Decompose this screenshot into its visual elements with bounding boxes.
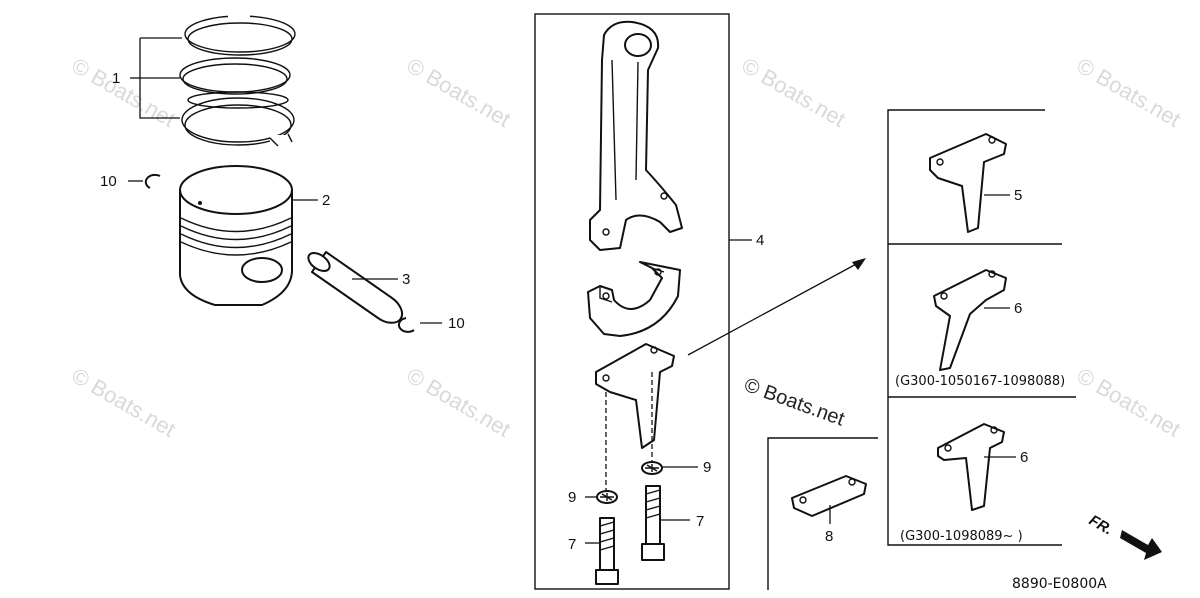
variant-range-1: (G300-1050167-1098088) [895, 374, 1065, 389]
variant-panel [887, 109, 1076, 546]
connecting-rod-assembly-box [534, 13, 730, 590]
watermark: © Boats.net [403, 363, 515, 442]
piston-rings[interactable] [179, 14, 296, 147]
oil-dipper-type-6-late[interactable] [937, 423, 1005, 511]
callout-2: 2 [322, 192, 330, 209]
connecting-rod-cap[interactable] [587, 261, 681, 337]
watermark: © Boats.net [1073, 363, 1185, 442]
piston[interactable] [179, 165, 293, 306]
callout-1: 1 [112, 70, 120, 87]
watermark: © Boats.net [403, 53, 515, 132]
watermark: © Boats.net [738, 53, 850, 132]
connecting-rod[interactable] [589, 20, 683, 251]
callout-7-left: 7 [568, 536, 576, 553]
lock-washer[interactable] [596, 490, 618, 504]
piston-pin-clip[interactable] [144, 173, 161, 189]
front-arrow-icon [1120, 530, 1162, 560]
variant-range-2: (G300-1098089~ ) [900, 529, 1023, 544]
callout-7-right: 7 [696, 513, 704, 530]
piston-pin[interactable] [305, 249, 404, 324]
watermark: © Boats.net [68, 363, 180, 442]
rod-bolt[interactable] [641, 485, 665, 561]
front-direction-indicator: FR. [1086, 512, 1162, 560]
callout-9-left: 9 [568, 489, 576, 506]
callout-6-upper: 6 [1014, 300, 1022, 317]
oil-dipper-type-5[interactable] [929, 133, 1007, 233]
watermark-large: © Boats.net [741, 374, 847, 431]
rod-bolt[interactable] [595, 517, 619, 585]
callout-8: 8 [825, 528, 833, 545]
watermark: © Boats.net [1073, 53, 1185, 132]
callout-9-right: 9 [703, 459, 711, 476]
callout-4: 4 [756, 232, 764, 249]
callout-3: 3 [402, 271, 410, 288]
rod-plate[interactable] [791, 475, 867, 517]
watermark: © Boats.net [68, 53, 180, 132]
callout-5: 5 [1014, 187, 1022, 204]
lock-washer[interactable] [641, 461, 663, 475]
callout-10-left: 10 [100, 173, 117, 190]
callout-6-lower: 6 [1020, 449, 1028, 466]
piston-pin-clip[interactable] [397, 317, 415, 333]
oil-dipper[interactable] [595, 343, 675, 449]
oil-dipper-type-6-early[interactable] [933, 269, 1007, 371]
front-label: FR. [1086, 512, 1115, 539]
callout-10-right: 10 [448, 315, 465, 332]
diagram-code: 8890-E0800A [1012, 576, 1107, 592]
